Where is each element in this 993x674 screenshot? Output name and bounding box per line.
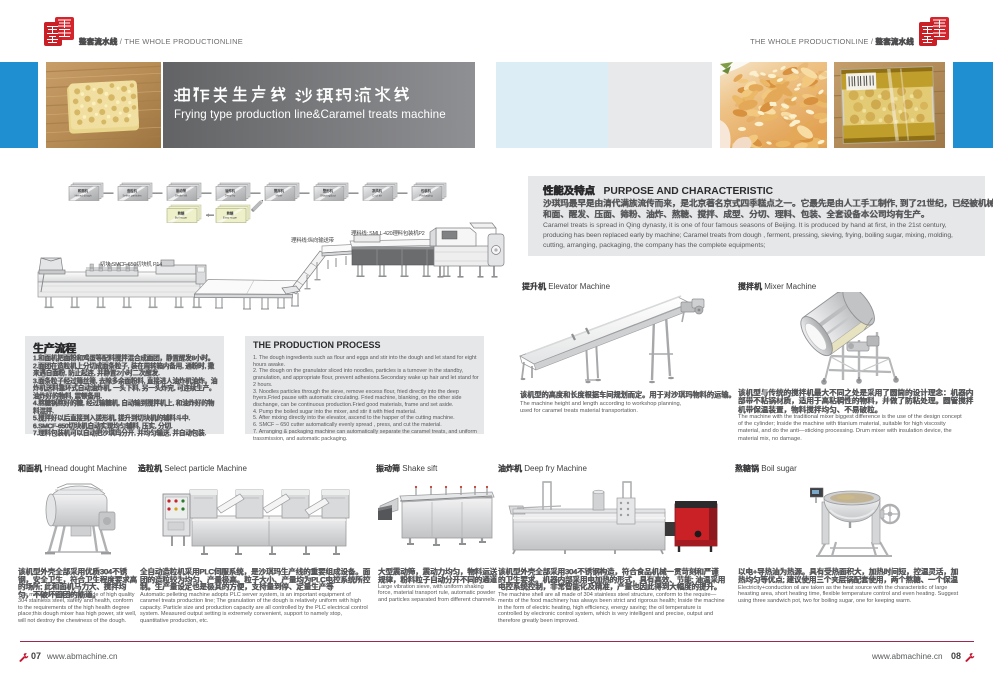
svg-text:造粒机: 造粒机 <box>127 188 138 193</box>
svg-text:Cool air: Cool air <box>372 193 382 197</box>
svg-text:Mixer: Mixer <box>276 193 283 197</box>
svg-text:凉风机: 凉风机 <box>372 188 383 193</box>
svg-text:Evap sugar: Evap sugar <box>223 216 237 220</box>
svg-text:油炸机: 油炸机 <box>225 188 236 193</box>
svg-text:Boil sugar: Boil sugar <box>175 216 188 220</box>
svg-text:Shaping&cut: Shaping&cut <box>320 193 336 197</box>
svg-text:熬糖: 熬糖 <box>227 211 234 216</box>
svg-text:和面机: 和面机 <box>77 188 89 193</box>
svg-text:Packaging: Packaging <box>419 193 433 197</box>
svg-text:Shake sift: Shake sift <box>175 193 188 197</box>
svg-text:熬糖: 熬糖 <box>178 211 185 216</box>
svg-text:Hnead dough: Hnead dough <box>75 193 92 197</box>
svg-text:振动筛: 振动筛 <box>176 188 187 193</box>
svg-text:包装机: 包装机 <box>421 188 432 193</box>
svg-text:搅拌机: 搅拌机 <box>274 188 285 193</box>
svg-text:Select particles: Select particles <box>123 193 143 197</box>
svg-text:Deep fry: Deep fry <box>225 193 236 197</box>
svg-text:整形机: 整形机 <box>322 188 334 193</box>
